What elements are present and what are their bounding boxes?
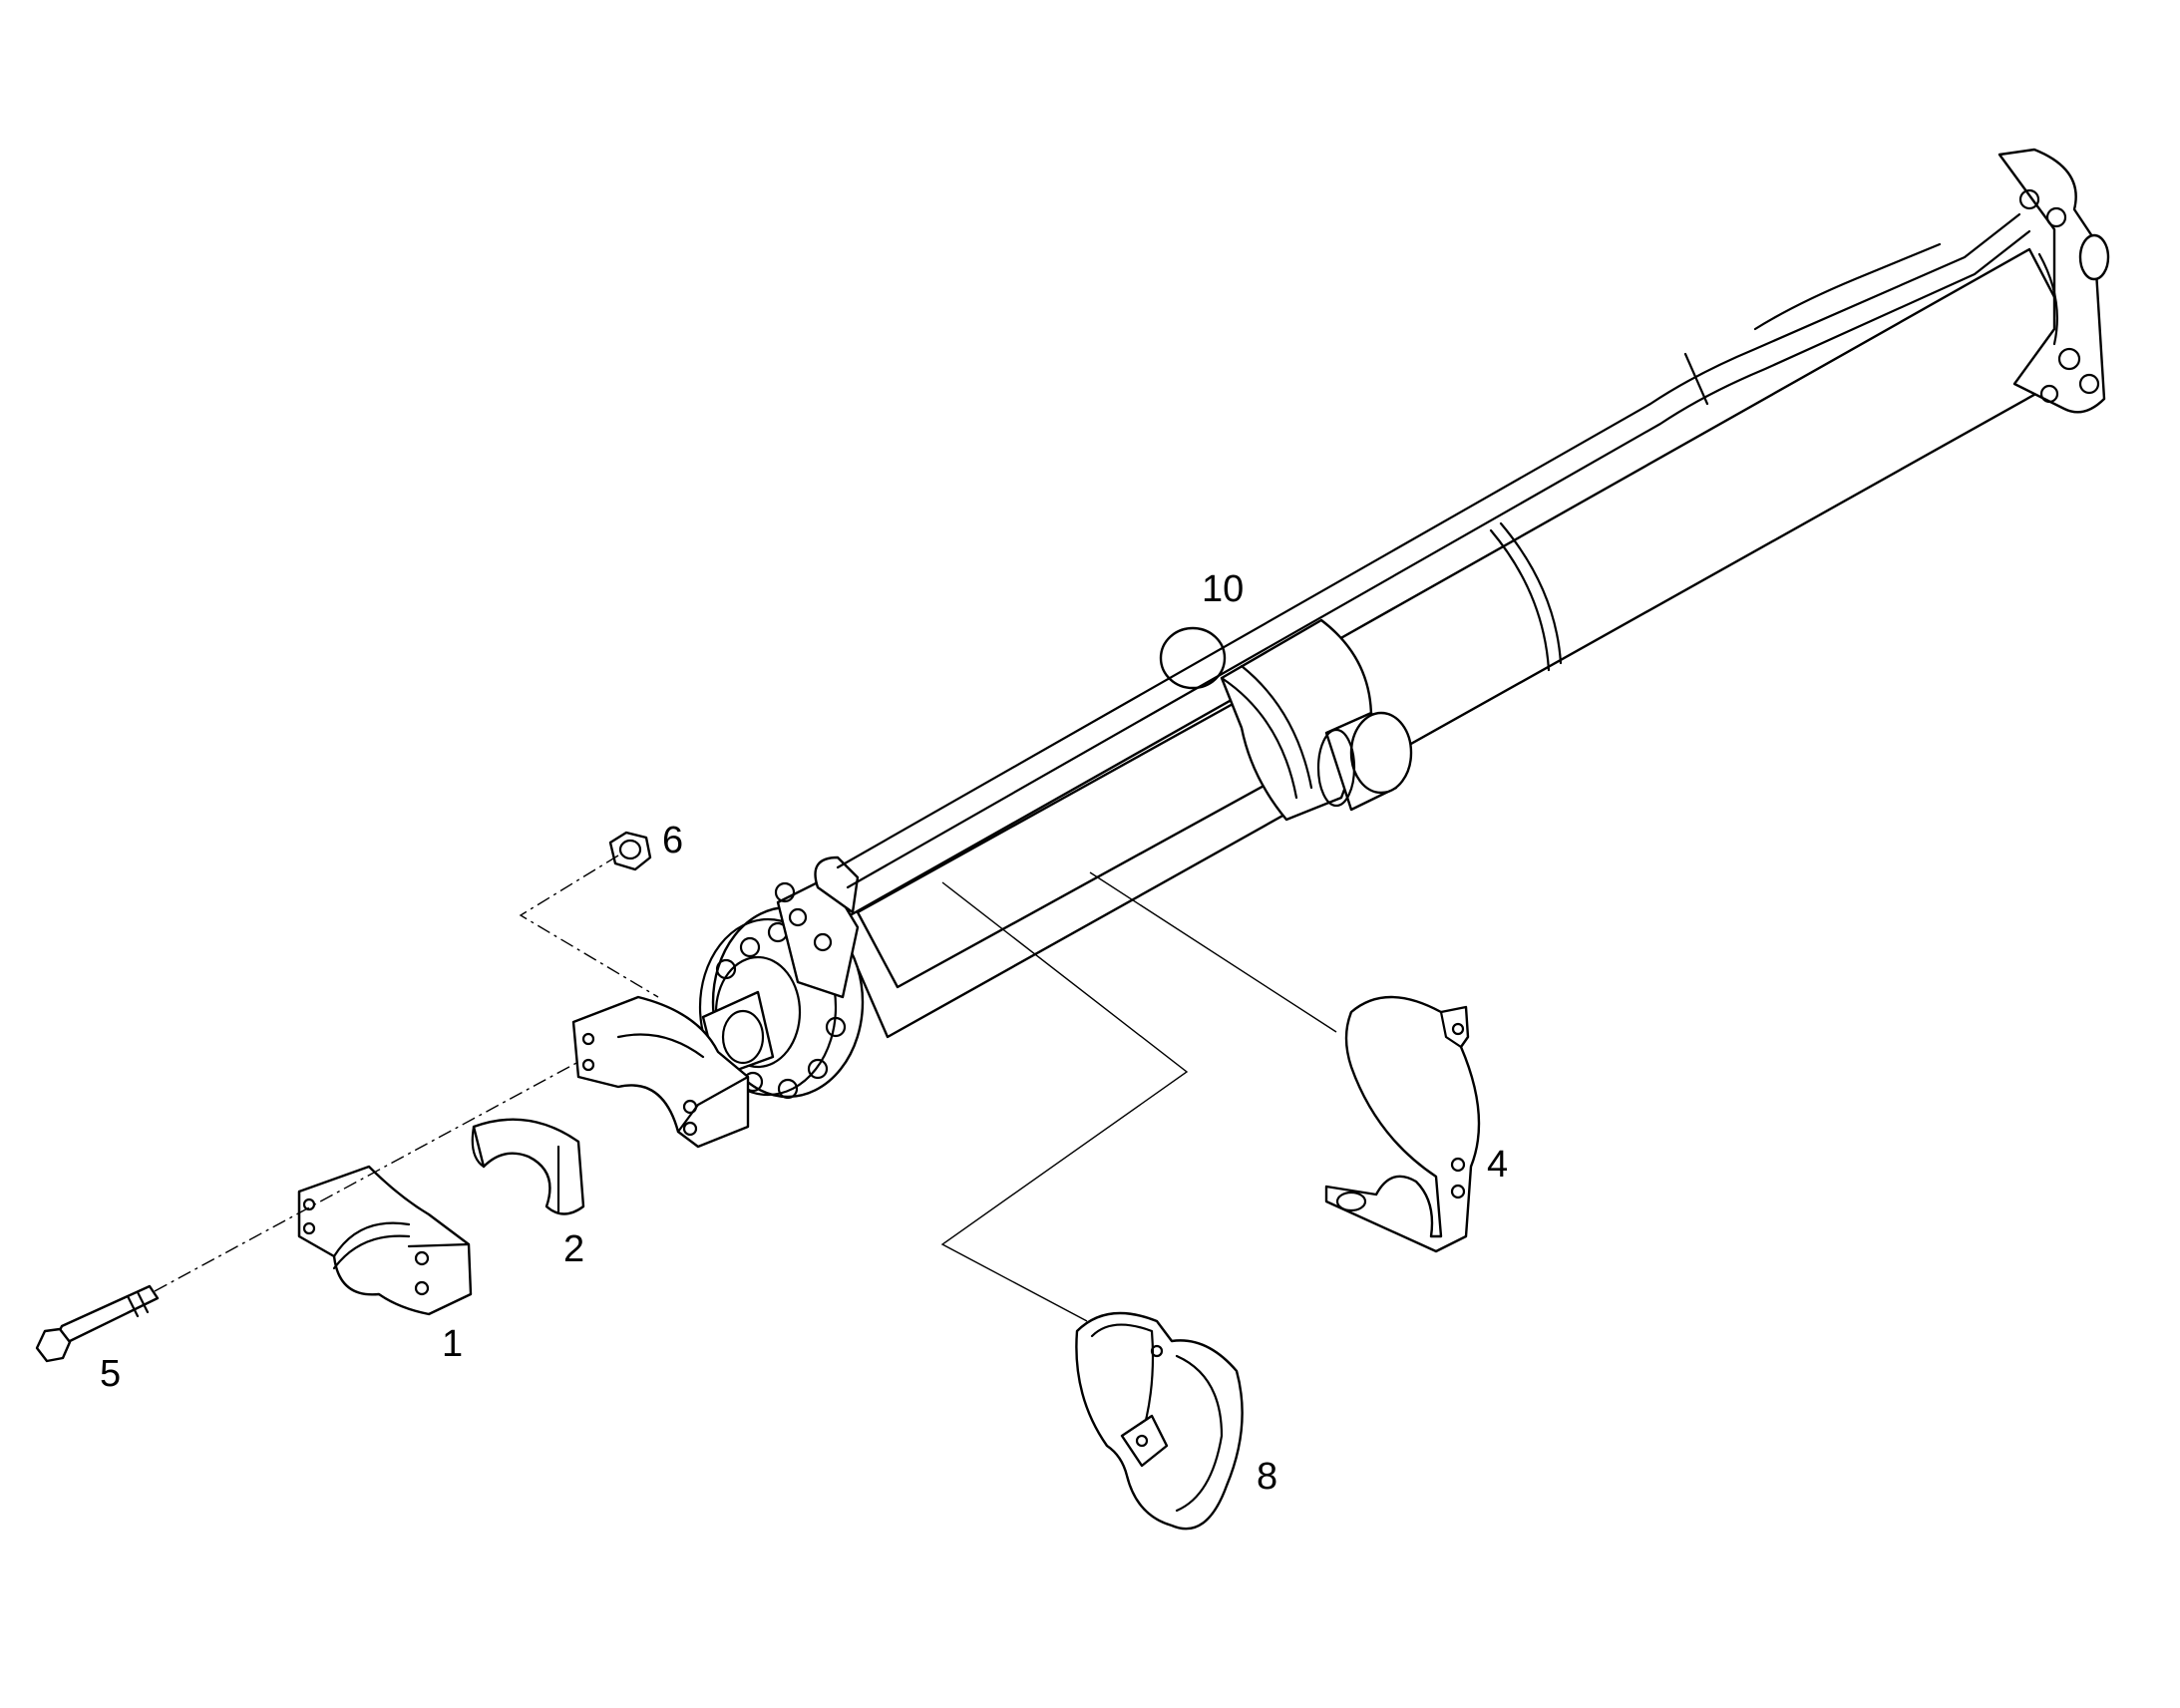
callout-1: 1	[442, 1323, 463, 1365]
callout-5: 5	[100, 1353, 121, 1395]
port-block-fitting	[774, 855, 860, 999]
trunnion-collar	[1159, 618, 1413, 822]
callout-8: 8	[1257, 1456, 1277, 1498]
callout-2: 2	[563, 1228, 584, 1270]
part-4-mount-clamp	[1324, 995, 1481, 1253]
part-8-clamp	[1075, 1311, 1244, 1531]
rear-mount-bracket	[1998, 148, 2110, 414]
assembly-lines	[154, 854, 1337, 1322]
part-6-nut	[608, 831, 652, 871]
hydraulic-cylinder	[698, 148, 2110, 1100]
callout-6: 6	[662, 820, 683, 861]
part-1-clamp-half	[297, 1165, 473, 1316]
hydraulic-line	[836, 212, 2031, 889]
callout-10: 10	[1202, 568, 1244, 610]
upper-clamp-half	[571, 995, 750, 1149]
part-2-bushing	[471, 1118, 585, 1215]
callout-4: 4	[1487, 1144, 1508, 1186]
part-5-bolt	[35, 1284, 160, 1363]
callout-labels: 1 2 4 5 6 8 10	[100, 568, 1508, 1498]
